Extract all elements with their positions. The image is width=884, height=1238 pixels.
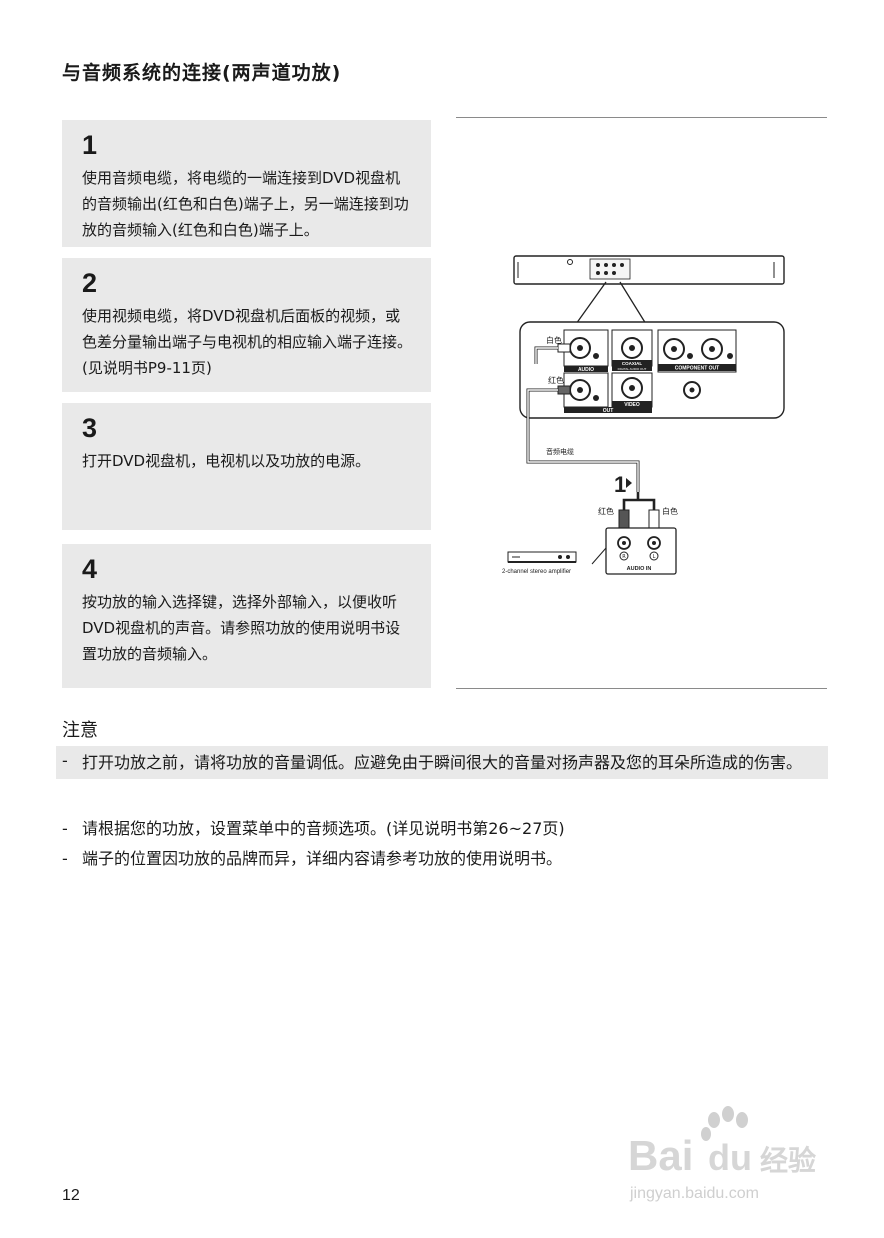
note-2-text: 请根据您的功放，设置菜单中的音频选项。(详见说明书第26~27页) [82, 819, 565, 838]
audio-in-label: AUDIO IN [627, 566, 652, 572]
note-2-dash: - [62, 819, 68, 838]
step-4-box: 4 按功放的输入选择键，选择外部输入，以便收听DVD视盘机的声音。请参照功放的使… [62, 544, 431, 688]
wm4-text: jingyan.baidu.com [629, 1185, 759, 1202]
r-label: R [622, 554, 626, 560]
step-2-box: 2 使用视频电缆，将DVD视盘机后面板的视频，或色差分量输出端子与电视机的相应输… [62, 258, 431, 392]
white-label-amp: 白色 [662, 506, 678, 516]
amplifier-icon [507, 551, 577, 563]
dvd-player-back-panel [513, 255, 785, 285]
step-2-number: 2 [82, 268, 98, 298]
step-1-text: 使用音频电缆，将电缆的一端连接到DVD视盘机的音频输出(红色和白色)端子上，另一… [82, 169, 409, 239]
white-label: 白色 [546, 335, 562, 345]
note-1-dash: - [62, 751, 68, 770]
step-number-label: 1 [614, 472, 626, 497]
wm1-text: Bai [628, 1132, 693, 1179]
red-label: 红色 [548, 375, 564, 385]
wm3-text: 经验 [760, 1144, 816, 1177]
step-3-text: 打开DVD视盘机，电视机以及功放的电源。 [82, 452, 371, 470]
note-1-text: 打开功放之前，请将功放的音量调低。应避免由于瞬间很大的音量对扬声器及您的耳朵所造… [82, 753, 803, 772]
page-title: 与音频系统的连接(两声道功放) [62, 62, 342, 84]
notes-title: 注意 [62, 720, 98, 741]
component-out-label: COMPONENT OUT [675, 366, 719, 372]
step-3-number: 3 [82, 413, 98, 443]
note-3-dash: - [62, 849, 68, 868]
l-label: L [653, 554, 656, 560]
note-1: - 打开功放之前，请将功放的音量调低。应避免由于瞬间很大的音量对扬声器及您的耳朵… [56, 746, 828, 779]
note-3-text: 端子的位置因功放的品牌而异，详细内容请参考功放的使用说明书。 [82, 849, 563, 868]
baidu-jingyan-watermark: Bai du 经验 jingyan.baidu.com [628, 1106, 816, 1202]
red-label-amp: 红色 [598, 506, 614, 516]
bottom-divider [456, 688, 827, 689]
out-label: OUT [603, 408, 614, 414]
step-4-number: 4 [82, 554, 98, 584]
coaxial-label: COAXIAL [622, 361, 643, 366]
step-1-box: 1 使用音频电缆，将电缆的一端连接到DVD视盘机的音频输出(红色和白色)端子上，… [62, 120, 431, 247]
step-4-text: 按功放的输入选择键，选择外部输入，以便收听DVD视盘机的声音。请参照功放的使用说… [82, 593, 401, 663]
wm2-text: du [708, 1137, 752, 1178]
digital-audio-out-label: DIGITAL AUDIO OUT [618, 367, 647, 371]
step-3-box: 3 打开DVD视盘机，电视机以及功放的电源。 [62, 403, 431, 530]
note-3: - 端子的位置因功放的品牌而异，详细内容请参考功放的使用说明书。 [56, 844, 562, 873]
top-divider [456, 117, 827, 118]
audio-cable-label: 音频电缆 [546, 447, 574, 456]
amplifier-label: 2-channel stereo amplifier [502, 569, 571, 575]
step-1-number: 1 [82, 130, 98, 160]
page-number: 12 [62, 1187, 80, 1204]
step-2-text: 使用视频电缆，将DVD视盘机后面板的视频，或色差分量输出端子与电视机的相应输入端… [82, 307, 413, 377]
connection-diagram: AUDIO OUT COAXIAL DIGITAL AUDIO OUT VIDE… [502, 255, 785, 575]
note-2: - 请根据您的功放，设置菜单中的音频选项。(详见说明书第26~27页) [56, 814, 565, 843]
video-label: VIDEO [624, 402, 640, 408]
audio-label: AUDIO [578, 367, 594, 373]
